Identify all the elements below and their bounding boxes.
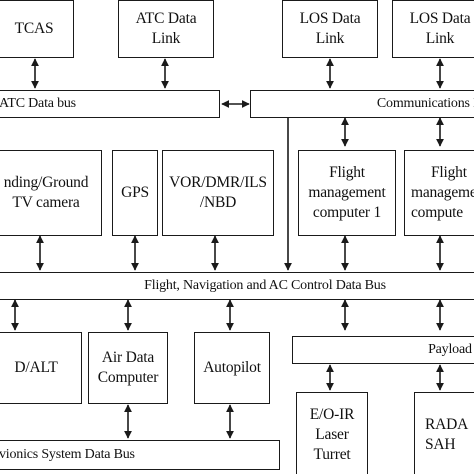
atc-datalink-label-2: Link [151,30,181,47]
los-datalink-box-2: LOS Data Link [392,0,474,58]
los-datalink-1-label-2: Link [315,30,345,47]
avionics-bus-label: vionics System Data Bus [0,447,135,462]
vor-dmr-label-2: /NBD [199,194,237,211]
eo-ir-label-1: E/O-IR [309,406,355,423]
atc-data-bus: ATC Data bus [0,90,220,118]
avionics-bus: vionics System Data Bus [0,440,280,470]
los-datalink-2-label-1: LOS Data [409,10,471,27]
los-datalink-1-label-1: LOS Data [299,10,361,27]
d-alt-label: D/ALT [14,359,58,376]
fmc2-label-3: compute [411,204,463,221]
communications-bus-label: Communications D [376,96,474,111]
landing-camera-label-1: nding/Ground [3,174,89,191]
tcas-box: TCAS [0,0,74,58]
eo-ir-label-2: Laser [315,426,349,443]
landing-camera-label-2: TV camera [12,194,80,211]
radar-sah-box: RADA SAH [414,392,474,474]
air-data-label-2: Computer [97,369,159,386]
gps-box: GPS [112,150,158,236]
radar-label-1: RADA [425,416,469,433]
eo-ir-turret-box: E/O-IR Laser Turret [296,392,368,474]
fmc1-label-1: Flight [329,164,365,181]
flight-nav-bus: Flight, Navigation and AC Control Data B… [0,272,474,300]
vor-dmr-label-1: VOR/DMR/ILS [169,174,267,191]
eo-ir-label-3: Turret [313,446,351,463]
atc-datalink-box: ATC Data Link [118,0,214,58]
payload-bus: Payload D [292,336,474,364]
los-datalink-2-label-2: Link [425,30,455,47]
atc-data-bus-label: ATC Data bus [0,96,76,111]
fmc1-box: Flight management computer 1 [298,150,396,236]
tcas-label: TCAS [14,20,54,37]
fmc2-label-1: Flight [431,164,467,181]
fmc1-label-3: computer 1 [312,204,382,221]
atc-datalink-label-1: ATC Data [135,10,197,27]
gps-label: GPS [121,184,149,201]
payload-bus-label: Payload D [428,342,474,357]
radar-label-2: SAH [425,436,456,453]
fmc1-label-2: management [308,184,386,201]
d-alt-box: D/ALT [0,332,82,404]
air-data-computer-box: Air Data Computer [88,332,168,404]
autopilot-box: Autopilot [194,332,270,404]
fmc2-label-2: managemen [411,184,474,201]
landing-camera-box: nding/Ground TV camera [0,150,102,236]
air-data-label-1: Air Data [101,349,155,366]
vor-dmr-box: VOR/DMR/ILS /NBD [162,150,274,236]
fmc2-box: Flight managemen compute [404,150,474,236]
communications-bus: Communications D [250,90,474,118]
flight-nav-bus-label: Flight, Navigation and AC Control Data B… [144,278,386,293]
los-datalink-box-1: LOS Data Link [282,0,378,58]
autopilot-label: Autopilot [203,359,261,376]
